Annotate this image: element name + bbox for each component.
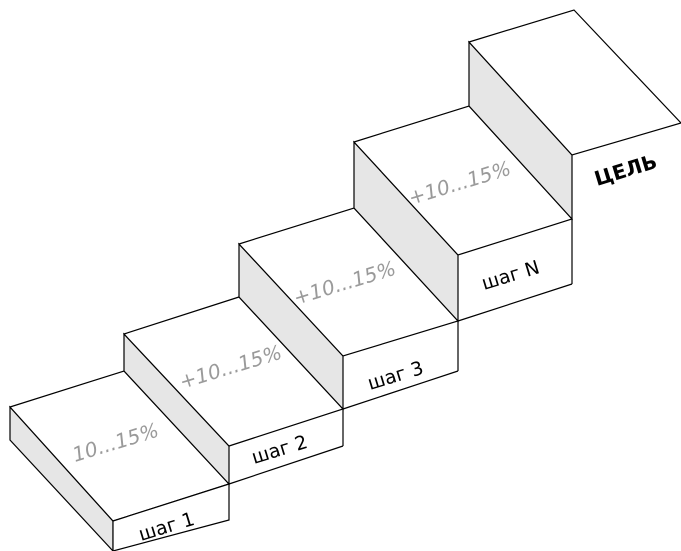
goal-block (467, 9, 681, 221)
step-3-front-edge (342, 370, 459, 410)
step-n-front-edge (457, 283, 573, 322)
goal-label: ЦЕЛЬ (591, 149, 659, 191)
step-2-block (122, 296, 345, 486)
step-2-front-edge (228, 445, 344, 485)
step-n-name-label: шаг N (479, 256, 542, 294)
step-3-block (237, 207, 460, 411)
step-n-block (352, 105, 574, 323)
step-3-name-label: шаг 3 (365, 357, 426, 395)
step-1-block (8, 370, 231, 551)
step-1-front-face (112, 483, 230, 551)
goal-top-face (467, 9, 681, 156)
